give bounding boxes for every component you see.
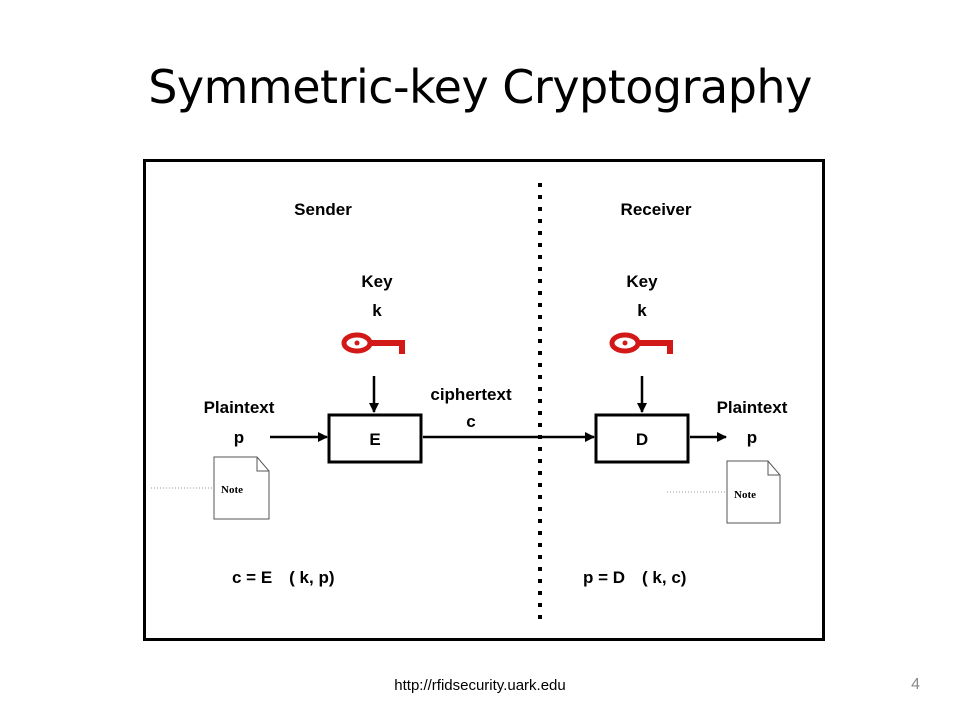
diagram-panel: Sender Receiver Key k Key k Plaintext p …: [143, 159, 825, 641]
receiver-heading: Receiver: [621, 200, 692, 219]
ciphertext-label: ciphertext: [430, 385, 512, 404]
sender-key-label: Key: [361, 272, 393, 291]
encrypt-box: [327, 413, 423, 464]
receiver-key-symbol: k: [637, 301, 647, 320]
key-icon: [609, 332, 673, 354]
ciphertext-symbol: c: [466, 412, 475, 431]
document-icon: Note: [213, 456, 270, 520]
slide-number: 4: [911, 676, 920, 693]
receiver-key-label: Key: [626, 272, 658, 291]
diagram-canvas: Sender Receiver Key k Key k Plaintext p …: [143, 159, 825, 641]
sender-note-text: Note: [221, 484, 243, 496]
receiver-formula: p = D ( k, c): [583, 568, 686, 587]
footer-url[interactable]: http://rfidsecurity.uark.edu: [394, 677, 566, 694]
receiver-note-text: Note: [734, 489, 756, 501]
document-icon: Note: [726, 460, 781, 524]
sender-formula: c = E ( k, p): [232, 568, 335, 587]
sender-heading: Sender: [294, 200, 352, 219]
sender-plaintext-symbol: p: [234, 428, 244, 447]
slide-title: Symmetric-key Cryptography: [148, 60, 812, 114]
decrypt-box-label: D: [636, 430, 648, 449]
receiver-plaintext-label: Plaintext: [717, 398, 788, 417]
key-icon: [341, 332, 405, 354]
encrypt-box-label: E: [369, 430, 380, 449]
diagram-frame: [143, 159, 825, 641]
decrypt-box: [594, 413, 690, 464]
sender-plaintext-label: Plaintext: [204, 398, 275, 417]
receiver-plaintext-symbol: p: [747, 428, 757, 447]
sender-key-symbol: k: [372, 301, 382, 320]
